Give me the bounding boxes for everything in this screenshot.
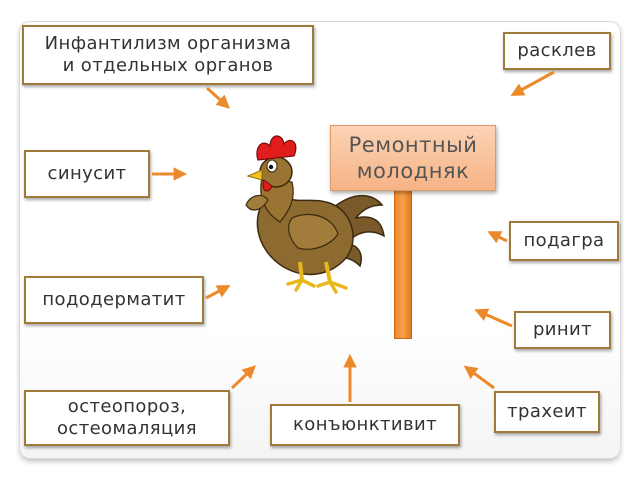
label-rinit: ринит bbox=[514, 311, 611, 349]
label-podagra: подагра bbox=[509, 221, 619, 261]
title-sign: Ремонтный молодняк bbox=[330, 125, 496, 191]
label-traheit: трахеит bbox=[494, 391, 600, 433]
label-rasklev: расклев bbox=[503, 32, 611, 70]
arrow-pododermatit bbox=[205, 285, 231, 300]
arrow-traheit bbox=[463, 365, 495, 390]
label-konyunktivit: конъюнктивит bbox=[270, 404, 460, 446]
arrow-rinit bbox=[474, 308, 513, 328]
label-sinusit: синусит bbox=[24, 150, 150, 198]
arrow-infantilism bbox=[205, 86, 231, 109]
rooster-illustration bbox=[245, 135, 385, 294]
arrow-rasklev bbox=[510, 70, 555, 96]
label-osteoporoz: остеопороз, остеомаляция bbox=[24, 390, 230, 446]
label-pododermatit: пододерматит bbox=[24, 276, 204, 324]
label-infantilism: Инфантилизм организма и отдельных органо… bbox=[22, 25, 314, 85]
arrow-osteoporoz bbox=[230, 365, 256, 390]
arrow-podagra bbox=[487, 231, 508, 244]
